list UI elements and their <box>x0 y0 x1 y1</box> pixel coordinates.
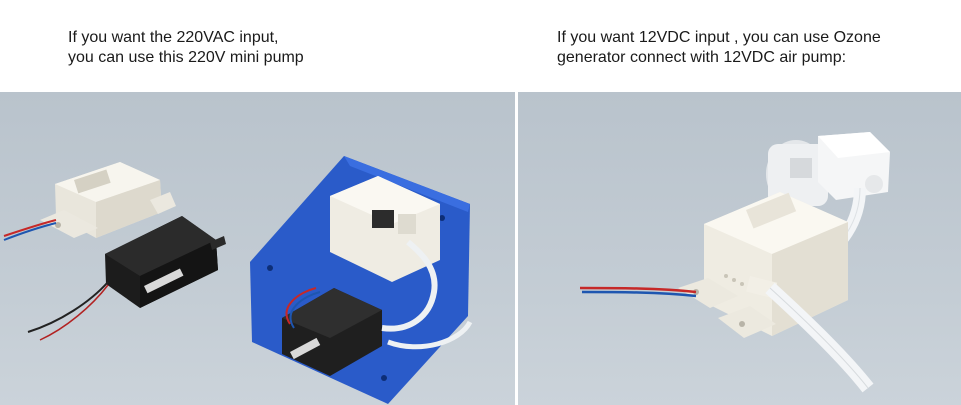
caption-12vdc: If you want 12VDC input , you can use Oz… <box>557 29 881 66</box>
mini-pump-220v <box>105 216 226 308</box>
blue-mount-assembly <box>250 156 473 404</box>
wire-blue-dc <box>581 290 697 298</box>
panel-divider <box>515 92 518 405</box>
wire-red-2 <box>39 284 109 341</box>
wire-red-dc <box>579 286 697 294</box>
air-pump-12vdc <box>766 132 890 208</box>
ozone-generator-12v <box>678 192 848 338</box>
wire-black <box>27 281 109 333</box>
photo-12vdc-pump-setup <box>518 92 961 405</box>
photo-220v-pump-setup <box>0 92 515 405</box>
caption-220vac: If you want the 220VAC input, you can us… <box>68 29 304 66</box>
wire-red <box>3 219 57 237</box>
photo-12vdc-illustration <box>579 132 890 393</box>
ozone-generator-small <box>40 162 176 238</box>
wire-blue <box>3 222 57 241</box>
photo-220v-illustration <box>3 156 473 404</box>
